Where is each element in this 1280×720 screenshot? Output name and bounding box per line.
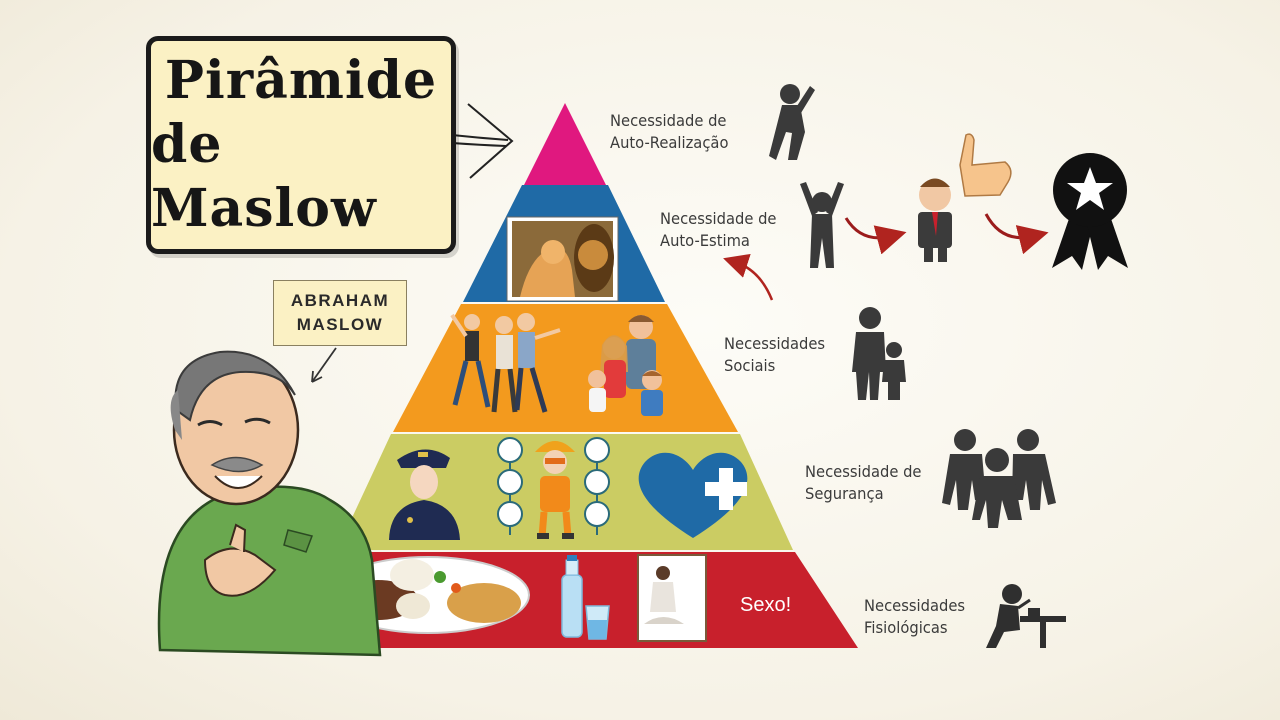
label-safety-line1: Necessidade de [805, 462, 922, 481]
construction-worker-illustration [535, 441, 575, 539]
safety-equipment-icons [497, 437, 610, 535]
title-arrow [451, 103, 514, 179]
police-officer-illustration [389, 449, 460, 540]
award-ribbon-star-icon [1052, 153, 1128, 270]
author-last-name: MASLOW [296, 315, 384, 334]
author-name-tag: ABRAHAM MASLOW [273, 280, 407, 346]
label-social-line1: Necessidades [724, 334, 826, 353]
label-physiological-line2: Fisiológicas [864, 618, 948, 637]
meditation-image [637, 554, 707, 642]
cat-mirror-lion-image [506, 216, 619, 302]
label-self-actualization-line2: Auto-Realização [610, 133, 729, 152]
label-physiological: Necessidades Fisiológicas [864, 595, 965, 639]
pyramid-tier-self-actualization [524, 103, 606, 185]
achievement-arrow-1 [844, 217, 907, 255]
health-heart-icon [638, 452, 748, 538]
parent-and-child-icon [852, 307, 906, 400]
cheering-person-icon [769, 84, 815, 160]
achievement-arrow-2 [984, 213, 1049, 255]
label-esteem: Necessidade de Auto-Estima [660, 208, 776, 252]
label-self-actualization-line1: Necessidade de [610, 111, 727, 130]
author-arrow [311, 347, 337, 383]
triumphant-person-icon [800, 182, 844, 268]
esteem-red-arrow [723, 253, 774, 301]
title-box: Pirâmide de Maslow [146, 36, 456, 254]
title-line-1: Pirâmide [164, 50, 438, 111]
label-safety-line2: Segurança [805, 484, 884, 503]
group-of-people-icon [942, 429, 1056, 528]
friends-group-illustration [450, 313, 561, 413]
title-line-2: de Maslow [151, 114, 377, 239]
pyramid-tier-social [393, 304, 738, 432]
businessman-thumbs-up-icon [918, 133, 1012, 262]
label-social: Necessidades Sociais [724, 333, 825, 377]
author-first-name: ABRAHAM [290, 291, 390, 310]
label-social-line2: Sociais [724, 356, 776, 375]
person-eating-at-table-icon [986, 584, 1066, 648]
label-physiological-line1: Necessidades [864, 596, 966, 615]
abraham-maslow-caricature [157, 350, 382, 657]
label-self-actualization: Necessidade de Auto-Realização [610, 110, 728, 154]
label-esteem-line1: Necessidade de [660, 209, 777, 228]
label-esteem-line2: Auto-Estima [660, 231, 750, 250]
label-safety: Necessidade de Segurança [805, 461, 921, 505]
water-bottle-and-glass [561, 555, 610, 640]
family-illustration [588, 315, 663, 416]
physiological-text: Sexo! [740, 594, 792, 616]
